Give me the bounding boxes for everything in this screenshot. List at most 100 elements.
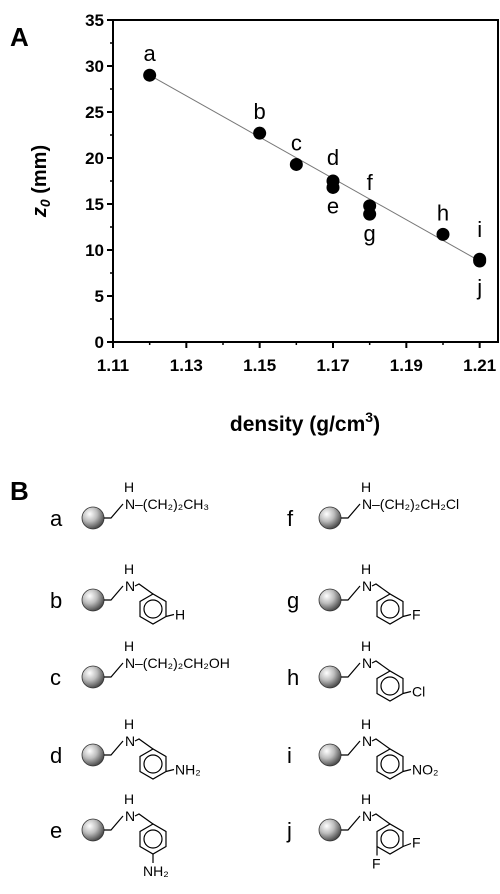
structure-letter: f	[287, 506, 294, 531]
benzene-ring	[376, 593, 404, 625]
substituent-bond	[402, 842, 412, 848]
linker-bond	[341, 815, 361, 831]
benzyl-bond	[134, 738, 154, 750]
benzyl-bond	[134, 583, 154, 595]
data-point-label: c	[291, 130, 302, 155]
data-point	[253, 126, 267, 140]
linker-bond	[104, 585, 124, 601]
nitrogen-label: N	[362, 733, 372, 749]
ring-substituent: F	[412, 607, 421, 623]
data-point	[326, 180, 340, 194]
structure-letter: d	[50, 743, 62, 768]
hydrogen-label: H	[361, 716, 371, 732]
structure-f: fNH–(CH₂)₂CH₂Cl	[287, 479, 459, 531]
x-label-superscript: 3	[365, 409, 373, 425]
bead-sphere	[318, 665, 342, 689]
alkyl-chain: –(CH₂)₂CH₃	[135, 496, 209, 512]
bead-sphere	[81, 506, 105, 530]
substituent-bond	[402, 690, 412, 695]
benzene-ring	[376, 823, 404, 855]
structure-letter: i	[287, 743, 292, 768]
nitrogen-label: N	[125, 578, 135, 594]
hydrogen-label: H	[361, 561, 371, 577]
trend-line	[149, 74, 480, 262]
y-tick-label: 0	[95, 333, 104, 352]
data-point-label: b	[254, 99, 266, 124]
data-point-label: i	[477, 217, 482, 242]
ring-substituent: NO₂	[412, 762, 438, 778]
substituent-bond	[165, 613, 175, 618]
structure-letter: h	[287, 665, 299, 690]
data-point-label: f	[367, 170, 374, 195]
aromatic-circle	[143, 829, 163, 849]
nitrogen-label: N	[125, 496, 135, 512]
x-label-tail: )	[373, 413, 380, 436]
data-point-label: a	[144, 41, 157, 66]
nitrogen-label: N	[362, 655, 372, 671]
nitrogen-label: N	[125, 808, 135, 824]
aromatic-circle	[380, 754, 400, 774]
nitrogen-label: N	[362, 808, 372, 824]
x-axis-label: density (g/cm3)	[230, 409, 380, 436]
hydrogen-label: H	[124, 479, 134, 495]
y-label-variable: z	[29, 207, 51, 218]
x-label-main: density (g/cm	[230, 413, 365, 436]
hydrogen-label: H	[361, 479, 371, 495]
structures-panel: aNH–(CH₂)₂CH₃bNHHcNH–(CH₂)₂CH₂OHdNHNH₂eN…	[50, 479, 459, 879]
y-axis-label: z0 (mm)	[29, 145, 53, 218]
data-point-label: h	[437, 200, 449, 225]
y-tick-label: 35	[85, 11, 104, 30]
x-tick-label: 1.21	[463, 356, 496, 375]
linker-bond	[341, 740, 361, 756]
ring-substituent: NH₂	[175, 762, 201, 778]
x-tick-label: 1.17	[316, 356, 349, 375]
benzyl-bond	[371, 583, 391, 595]
substituent-bond	[402, 768, 412, 773]
substituent-bond	[165, 768, 175, 773]
benzene-ring	[376, 748, 404, 780]
bead-sphere	[318, 588, 342, 612]
linker-bond	[104, 662, 124, 678]
data-point	[436, 227, 450, 241]
data-point-label: d	[327, 145, 339, 170]
structure-letter: a	[50, 506, 63, 531]
linker-bond	[341, 503, 361, 519]
alkyl-chain: –(CH₂)₂CH₂OH	[135, 655, 230, 671]
y-tick-label: 5	[95, 287, 104, 306]
benzene-ring	[139, 593, 167, 625]
structure-letter: b	[50, 588, 62, 613]
data-point-label: j	[476, 275, 482, 300]
benzyl-bond	[371, 813, 391, 825]
linker-bond	[104, 503, 124, 519]
hydrogen-label: H	[124, 561, 134, 577]
benzene-ring	[376, 670, 404, 702]
plot-frame	[112, 19, 499, 343]
data-point	[363, 207, 377, 221]
structure-letter: j	[286, 818, 292, 843]
benzene-ring	[139, 748, 167, 780]
linker-bond	[104, 815, 124, 831]
y-label-subscript: 0	[37, 199, 53, 207]
y-tick-label: 30	[85, 57, 104, 76]
linker-bond	[104, 740, 124, 756]
aromatic-circle	[143, 754, 163, 774]
aromatic-circle	[380, 599, 400, 619]
x-tick-label: 1.13	[170, 356, 203, 375]
linker-bond	[341, 662, 361, 678]
panel-b-label: B	[10, 476, 29, 506]
x-tick-label: 1.11	[97, 356, 129, 375]
bead-sphere	[318, 506, 342, 530]
x-tick-label: 1.15	[243, 356, 276, 375]
y-tick-label: 20	[85, 149, 104, 168]
nitrogen-label: N	[125, 655, 135, 671]
substituent-bond	[402, 613, 412, 618]
nitrogen-label: N	[362, 496, 372, 512]
